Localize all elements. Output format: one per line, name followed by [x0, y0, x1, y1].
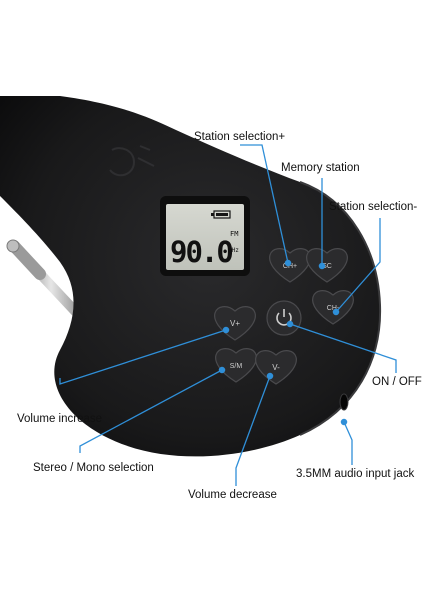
- memory-button[interactable]: SC: [306, 248, 348, 283]
- label-station-selection-minus: Station selection-: [329, 201, 418, 213]
- callout-line-power: [289, 323, 397, 373]
- audio-jack: [339, 393, 349, 411]
- power-button[interactable]: [266, 300, 302, 336]
- callout-line-audio-jack: [343, 421, 353, 465]
- callout-line-vol-plus: [59, 329, 227, 385]
- label-stereo-mono-selection: Stereo / Mono selection: [33, 462, 154, 474]
- fm-indicator: FM: [230, 230, 238, 238]
- lcd-screen: 90.0 FM MHz: [160, 196, 250, 276]
- callout-line-stereo: [79, 369, 223, 453]
- ch-minus-label: CH-: [327, 305, 340, 312]
- label-on-off: ON / OFF: [372, 376, 422, 388]
- battery-icon: [211, 210, 231, 219]
- label-audio-jack: 3.5MM audio input jack: [296, 468, 415, 480]
- ch-minus-button[interactable]: CH-: [312, 290, 354, 325]
- ch-plus-label: CH+: [283, 263, 297, 270]
- power-icon: [276, 309, 292, 326]
- callout-line-ch-plus: [240, 144, 289, 264]
- callout-lines: [59, 144, 397, 486]
- vol-plus-label: V+: [230, 319, 240, 328]
- stereo-mono-label: S/M: [230, 363, 243, 370]
- vol-minus-button[interactable]: V-: [255, 350, 297, 385]
- label-station-selection-plus: Station selection+: [194, 131, 286, 143]
- callout-line-ch-minus: [335, 218, 381, 313]
- frequency-readout: 90.0: [170, 235, 232, 269]
- memory-label: SC: [322, 263, 332, 270]
- vol-minus-label: V-: [272, 363, 280, 372]
- label-volume-decrease: Volume decrease: [188, 489, 277, 501]
- label-volume-increase: Volume increase: [17, 413, 103, 425]
- label-memory-station: Memory station: [281, 162, 360, 174]
- callout-line-vol-minus: [235, 375, 271, 486]
- mhz-indicator: MHz: [228, 247, 239, 254]
- embossed-logo: [109, 145, 155, 177]
